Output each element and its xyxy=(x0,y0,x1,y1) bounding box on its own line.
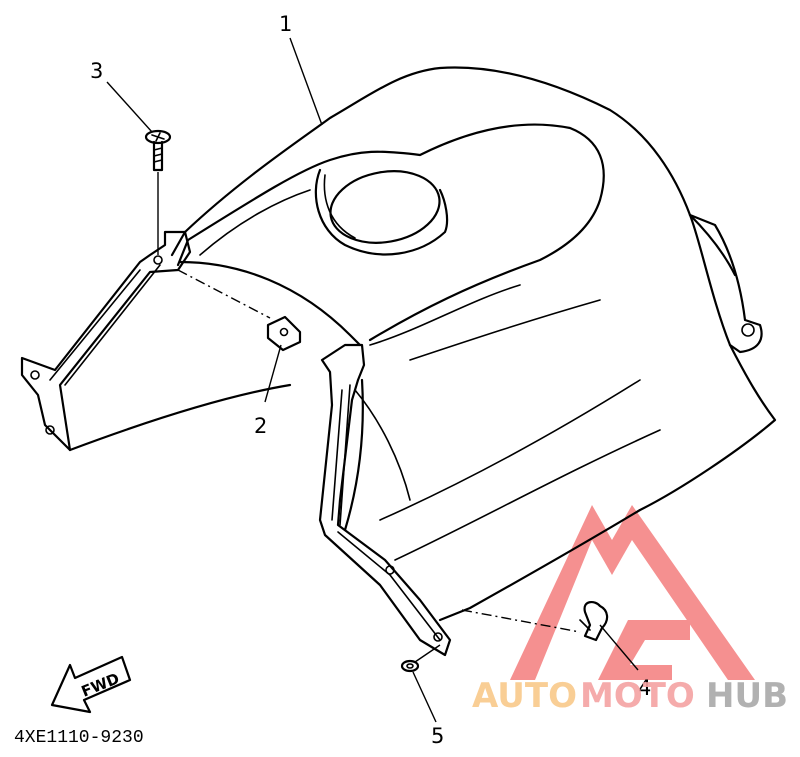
cover-contour-2 xyxy=(369,284,521,346)
fuel-cap-recess-inner xyxy=(323,174,356,239)
right-bracket-outline xyxy=(318,343,452,657)
leader-3 xyxy=(106,81,153,133)
callout-labels: 1 2 3 4 5 xyxy=(90,12,651,748)
screw-cross-icon xyxy=(151,132,165,142)
leader-2 xyxy=(264,344,282,403)
fuel-cap-recess xyxy=(314,168,449,256)
watermark-text-auto: AUTO xyxy=(472,676,577,716)
nut-clip-body xyxy=(266,315,302,352)
tank-cover-right-edge xyxy=(343,213,737,532)
cover-contour-4 xyxy=(379,379,641,521)
tank-cover-front-edge xyxy=(178,260,362,347)
callout-5: 5 xyxy=(431,724,444,748)
washer-inner xyxy=(406,663,414,669)
screw-thread xyxy=(153,147,163,163)
left-bracket-outline xyxy=(20,230,192,452)
left-bracket-hole-1 xyxy=(30,370,40,380)
left-bracket-hole-2 xyxy=(45,425,55,435)
screw-part-3 xyxy=(144,129,172,255)
watermark-triangle-icon xyxy=(510,505,755,680)
left-panel-lower xyxy=(68,383,292,452)
nut-clip-install-line xyxy=(177,269,271,319)
leader-1 xyxy=(289,37,323,126)
rear-tab-hole xyxy=(741,323,755,337)
trim-clip-install-line xyxy=(461,609,581,633)
watermark-logo xyxy=(510,505,755,680)
callout-1: 1 xyxy=(279,12,292,36)
cover-contour-3 xyxy=(409,299,601,361)
left-bracket xyxy=(20,230,292,452)
cover-contour-5 xyxy=(394,429,661,561)
washer-install-line xyxy=(414,644,441,663)
forward-direction-indicator: FWD xyxy=(50,655,132,714)
watermark-text-moto: MOTO xyxy=(580,676,695,716)
trim-clip-body xyxy=(583,600,609,642)
left-bracket-mount-hole xyxy=(153,255,163,265)
fwd-arrow-icon xyxy=(50,655,132,714)
right-bracket-inner xyxy=(331,384,441,641)
leader-4 xyxy=(599,624,639,671)
watermark-text-hub: HUB xyxy=(706,676,788,716)
tank-cover-part-1 xyxy=(170,66,777,622)
fuel-cap-opening xyxy=(329,170,441,244)
cover-contour-6 xyxy=(354,389,411,501)
left-bracket-inner xyxy=(49,264,161,386)
trim-clip-pin xyxy=(579,619,591,631)
nut-clip-hole xyxy=(279,327,289,337)
tank-cover-ridge xyxy=(186,123,605,342)
cover-contour-1 xyxy=(199,189,311,256)
watermark-inner-mark-icon xyxy=(598,620,690,680)
callout-2: 2 xyxy=(254,414,267,438)
leader-lines xyxy=(106,37,639,723)
callout-4: 4 xyxy=(638,676,651,700)
right-bracket-end-hole xyxy=(433,632,443,642)
washer-outer xyxy=(400,659,420,673)
diagram-code: 4XE1110-9230 xyxy=(14,728,144,748)
washer-part-5 xyxy=(400,644,441,673)
right-bracket xyxy=(318,343,452,657)
leader-5 xyxy=(412,671,437,723)
tank-cover-left-flank xyxy=(170,230,190,267)
screw-head xyxy=(144,129,172,145)
watermark-text: AUTO MOTO HUB xyxy=(472,676,788,716)
nut-clip-part-2 xyxy=(177,269,302,352)
right-bracket-hole xyxy=(385,565,395,575)
tank-cover-rear-tab xyxy=(688,213,763,354)
callout-3: 3 xyxy=(90,59,103,83)
